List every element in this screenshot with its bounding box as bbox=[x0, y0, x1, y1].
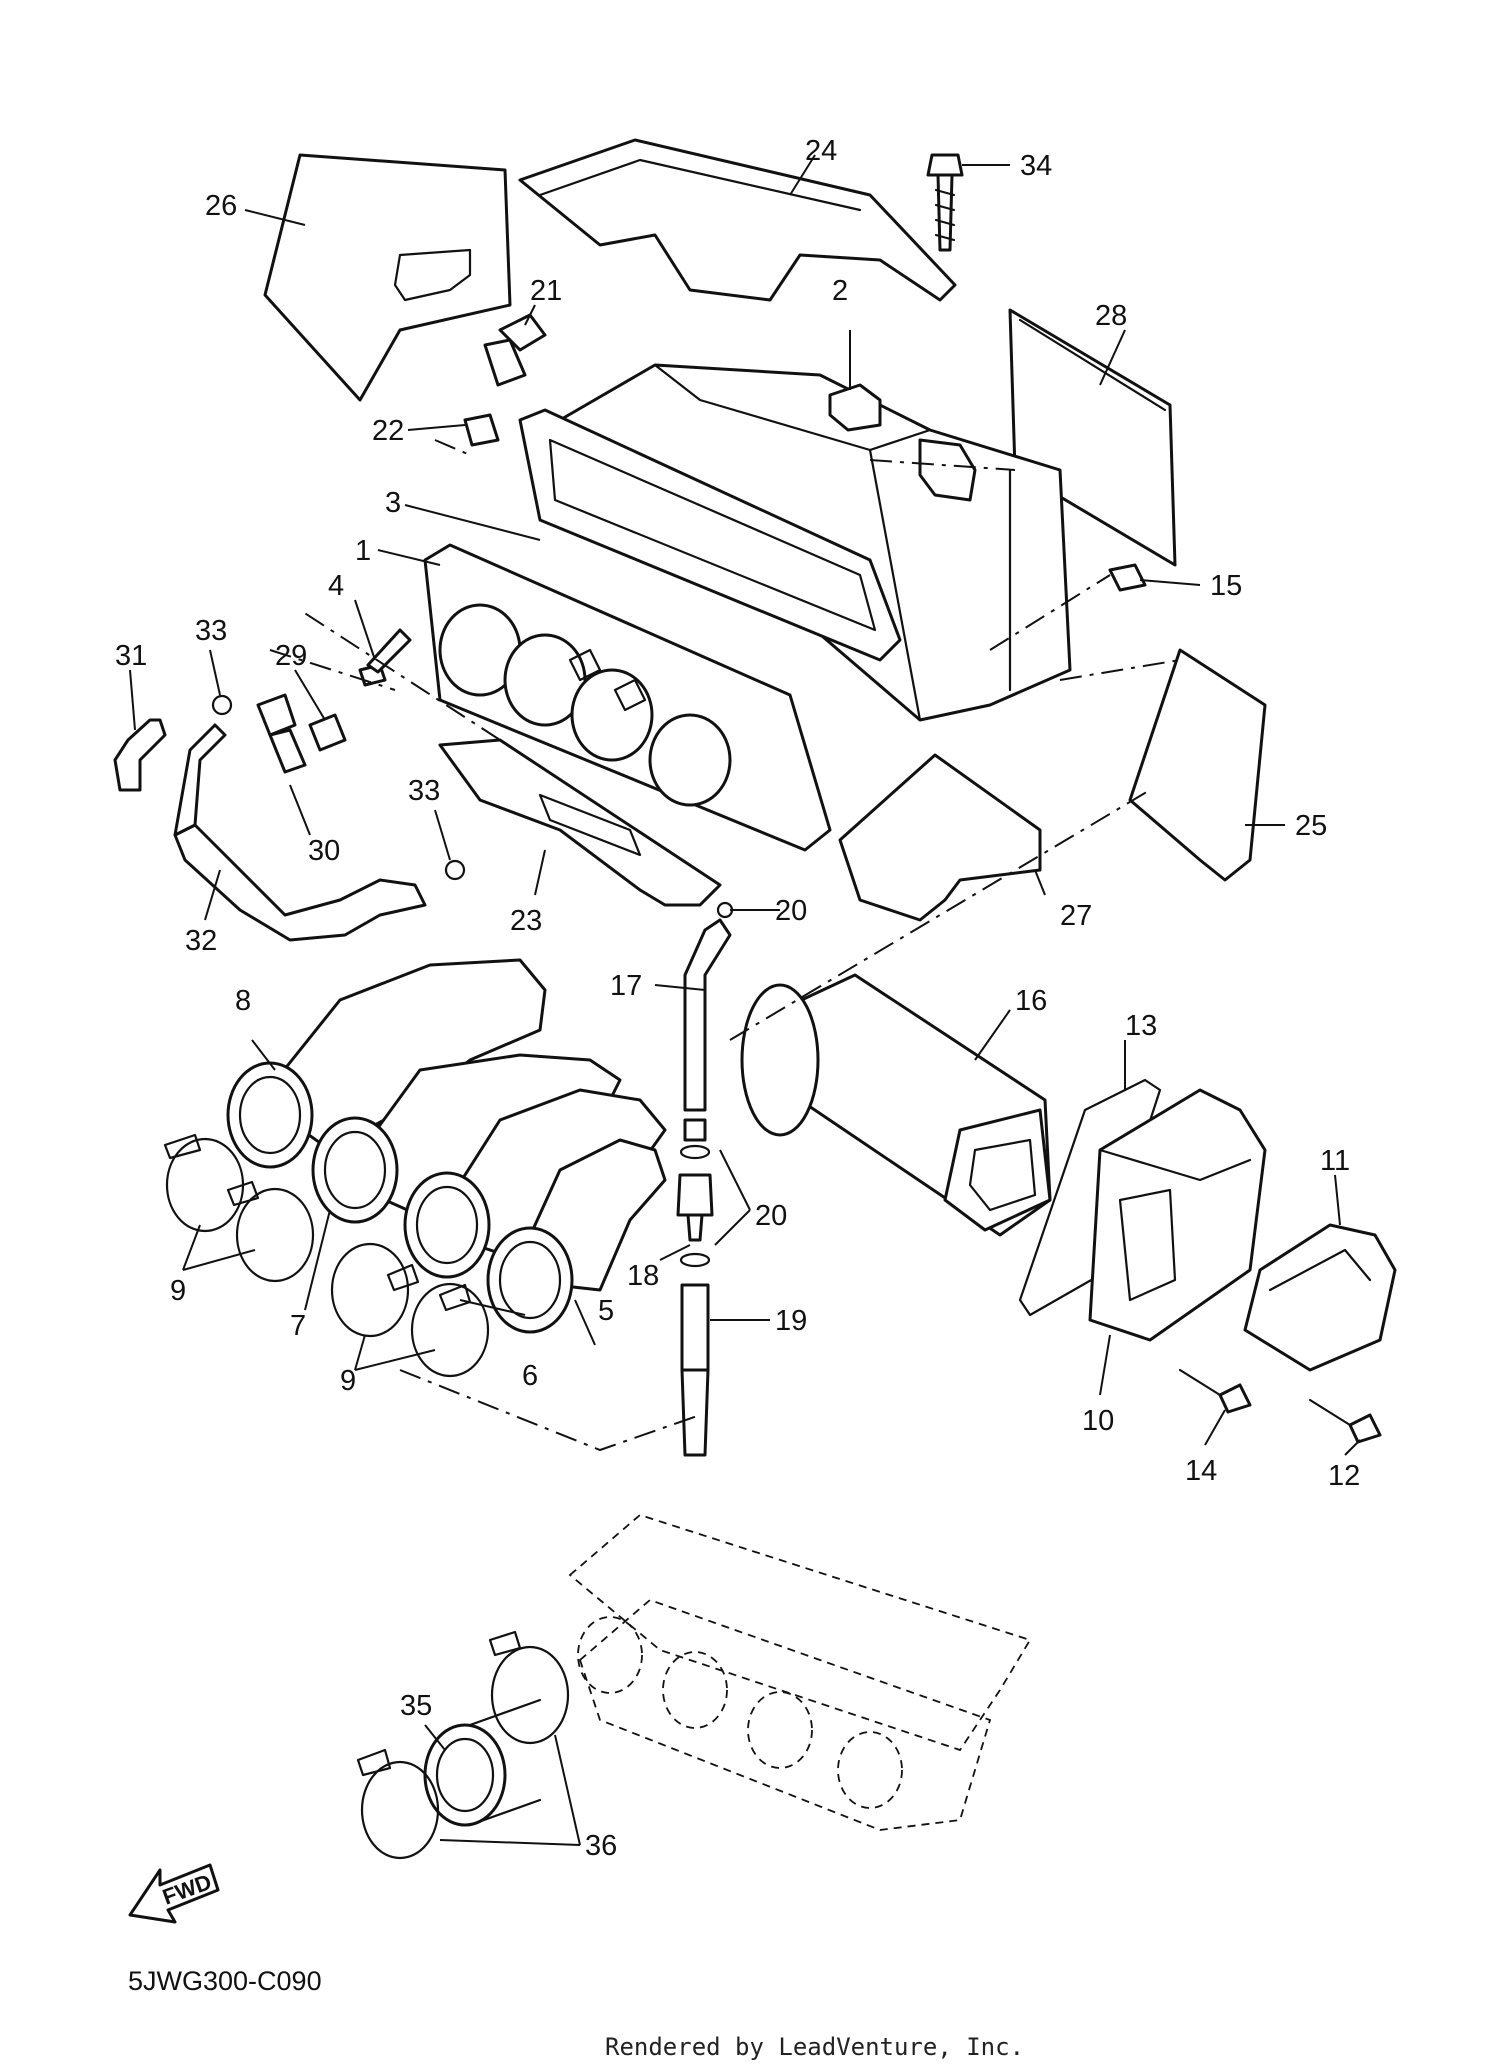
clip-22 bbox=[463, 413, 500, 447]
joint-35 bbox=[423, 1698, 542, 1827]
render-credit: Rendered by LeadVenture, Inc. bbox=[605, 2033, 1024, 2061]
breather-18 bbox=[676, 1118, 714, 1242]
element-27 bbox=[1008, 308, 1177, 567]
callout-22: 22 bbox=[372, 415, 404, 447]
callout-13: 13 bbox=[1125, 1010, 1157, 1042]
clamps-9-lower bbox=[330, 1242, 490, 1378]
callout-12: 12 bbox=[1328, 1460, 1360, 1492]
intake-joints bbox=[226, 958, 667, 1334]
callout-2: 2 bbox=[832, 275, 848, 307]
callout-18: 18 bbox=[627, 1260, 659, 1292]
top-cover-24 bbox=[518, 138, 957, 302]
grommet-29 bbox=[308, 713, 347, 752]
hose-31 bbox=[113, 718, 167, 792]
fitting-30 bbox=[256, 693, 307, 774]
fwd-arrow-icon: FWD bbox=[128, 1863, 220, 1924]
gasket-3 bbox=[518, 408, 902, 662]
seal-13 bbox=[1018, 1078, 1162, 1317]
callout-8: 8 bbox=[235, 985, 251, 1017]
callout-6: 6 bbox=[522, 1360, 538, 1392]
panel-25 bbox=[1128, 648, 1267, 882]
callout-5: 5 bbox=[598, 1295, 614, 1327]
callout-24: 24 bbox=[805, 135, 837, 167]
callout-21: 21 bbox=[530, 275, 562, 307]
callout-14: 14 bbox=[1185, 1455, 1217, 1487]
inner-cover-10 bbox=[1088, 1088, 1267, 1342]
reference-lines bbox=[269, 439, 1181, 1452]
screw-12 bbox=[1308, 1398, 1382, 1444]
callout-33-upper: 33 bbox=[195, 615, 227, 647]
callout-16: 16 bbox=[1015, 985, 1047, 1017]
elbow-21 bbox=[483, 313, 547, 387]
throttle-body-assembly bbox=[568, 1513, 1032, 1831]
callout-32: 32 bbox=[185, 925, 217, 957]
callout-7: 7 bbox=[290, 1310, 306, 1342]
callout-19: 19 bbox=[775, 1305, 807, 1337]
clip-33-lower bbox=[444, 859, 466, 881]
hose-19 bbox=[680, 1283, 710, 1457]
callout-3: 3 bbox=[385, 487, 401, 519]
callout-26: 26 bbox=[205, 190, 237, 222]
callout-4: 4 bbox=[328, 570, 344, 602]
callout-33-lower: 33 bbox=[408, 775, 440, 807]
clamps-36 bbox=[356, 1630, 570, 1860]
callout-31: 31 bbox=[115, 640, 147, 672]
bolt-34 bbox=[926, 153, 964, 252]
leader-lines bbox=[129, 154, 1361, 1846]
callout-9-upper: 9 bbox=[170, 1275, 186, 1307]
cover-plate-1 bbox=[423, 543, 832, 852]
plate-23 bbox=[438, 738, 722, 907]
side-cover-26 bbox=[263, 153, 512, 402]
screw-14 bbox=[1178, 1368, 1252, 1414]
callout-30: 30 bbox=[308, 835, 340, 867]
clamps-9-upper bbox=[163, 1133, 315, 1283]
filter-element-16 bbox=[740, 973, 1052, 1237]
callout-23: 23 bbox=[510, 905, 542, 937]
callout-36: 36 bbox=[585, 1830, 617, 1862]
callout-20-upper: 20 bbox=[775, 895, 807, 927]
callout-20-lower: 20 bbox=[755, 1200, 787, 1232]
callout-35: 35 bbox=[400, 1690, 432, 1722]
callout-11: 11 bbox=[1320, 1145, 1350, 1177]
callout-34: 34 bbox=[1020, 150, 1052, 182]
clip-15 bbox=[1108, 563, 1147, 592]
callout-10: 10 bbox=[1082, 1405, 1114, 1437]
diagram-code: 5JWG300-C090 bbox=[128, 1966, 322, 1996]
callout-28: 27 bbox=[1060, 900, 1092, 932]
callout-17: 17 bbox=[610, 970, 642, 1002]
hose-17 bbox=[683, 918, 732, 1112]
callouts: 26 24 34 21 2 28 22 3 1 15 4 33 31 29 33… bbox=[115, 135, 1360, 1862]
callout-9-lower: 9 bbox=[340, 1365, 356, 1397]
callout-1: 1 bbox=[355, 535, 371, 567]
callout-25: 25 bbox=[1295, 810, 1327, 842]
clip-33-upper bbox=[211, 694, 233, 716]
callout-29: 29 bbox=[275, 640, 307, 672]
callout-15: 15 bbox=[1210, 570, 1242, 602]
hose-32 bbox=[173, 723, 427, 942]
panel-28 bbox=[838, 753, 1042, 922]
outer-cover-11 bbox=[1243, 1223, 1397, 1372]
callout-27: 28 bbox=[1095, 300, 1127, 332]
